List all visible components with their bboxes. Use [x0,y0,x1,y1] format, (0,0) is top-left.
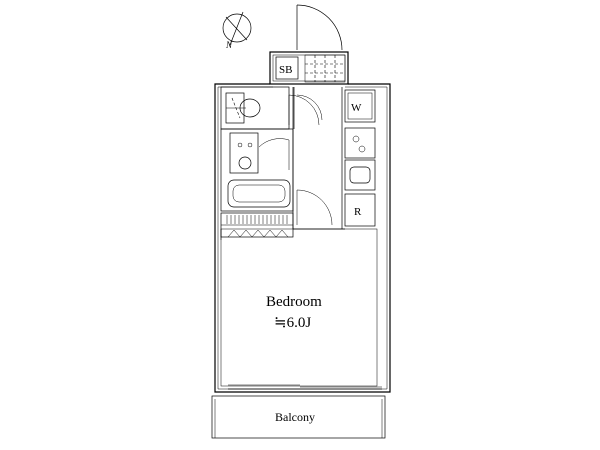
bedroom-size: ≒6.0J [274,315,311,331]
balcony: Balcony [211,395,386,439]
bedroom-name: Bedroom [266,294,322,310]
washer-label: W [351,102,362,114]
fridge-label: R [354,206,362,218]
storage-label: SB [279,64,292,76]
compass-icon: N [222,11,252,50]
bedroom: Bedroom ≒6.0J [220,228,378,387]
compass-north-label: N [225,40,233,50]
kitchen-column: W R [344,89,376,227]
toilet-room [220,86,320,130]
bathroom [220,128,294,212]
closet [220,212,294,238]
balcony-window [228,384,382,390]
balcony-label: Balcony [275,410,315,424]
hallway-walls [292,87,345,230]
storage-box: SB [275,54,346,83]
entry-tiles [304,54,346,83]
entrance-door [296,4,343,51]
